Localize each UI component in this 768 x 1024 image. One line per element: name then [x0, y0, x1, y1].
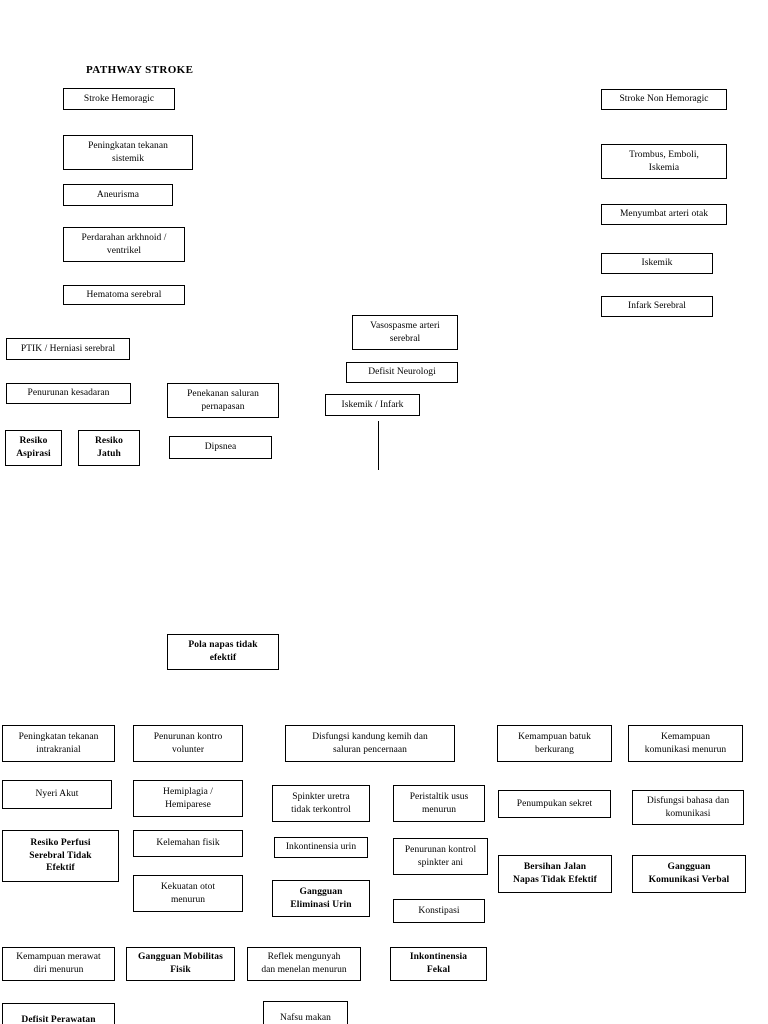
- node-label: Disfungsi kandung kemih dan saluran penc…: [312, 731, 428, 755]
- node-label: Penurunan kesadaran: [27, 388, 110, 399]
- node-gangguan-komunikasi-verbal[interactable]: Gangguan Komunikasi Verbal: [632, 855, 746, 893]
- node-penurunan-kontrol-spinkter-ani[interactable]: Penurunan kontrol spinkter ani: [393, 838, 488, 875]
- page-title: PATHWAY STROKE: [86, 64, 194, 76]
- node-bersihan-jalan-napas-tidak-efektif[interactable]: Bersihan Jalan Napas Tidak Efektif: [498, 855, 612, 893]
- node-label: Inkontinensia Fekal: [409, 952, 468, 975]
- node-label: Peningkatan tekanan intrakranial: [18, 731, 99, 755]
- node-penekanan-saluran-pernapasan[interactable]: Penekanan saluran pernapasan: [167, 383, 279, 418]
- node-kemampuan-batuk-berkurang[interactable]: Kemampuan batuk berkurang: [497, 725, 612, 762]
- node-defisit-perawatan[interactable]: Defisit Perawatan: [2, 1003, 115, 1024]
- node-nyeri-akut[interactable]: Nyeri Akut: [2, 780, 112, 809]
- node-label: Nafsu makan: [280, 1012, 331, 1023]
- node-resiko-aspirasi[interactable]: Resiko Aspirasi: [5, 430, 62, 466]
- node-label: Stroke Non Hemoragic: [619, 94, 709, 105]
- node-label: Resiko Jatuh: [94, 436, 124, 459]
- node-kekuatan-otot-menurun[interactable]: Kekuatan otot menurun: [133, 875, 243, 912]
- node-label: Infark Serebral: [628, 301, 686, 312]
- node-hemiplagia-hemiparese[interactable]: Hemiplagia / Hemiparese: [133, 780, 243, 817]
- node-label: Inkontinensia urin: [285, 842, 357, 853]
- node-nafsu-makan[interactable]: Nafsu makan: [263, 1001, 348, 1024]
- node-label: Iskemik / Infark: [341, 399, 404, 410]
- node-peningkatan-tekanan-sistemik[interactable]: Peningkatan tekanan sistemik: [63, 135, 193, 170]
- node-gangguan-eliminasi-urin[interactable]: Gangguan Eliminasi Urin: [272, 880, 370, 917]
- node-spinkter-uretra-tidak-terkontrol[interactable]: Spinkter uretra tidak terkontrol: [272, 785, 370, 822]
- node-label: Hematoma serebral: [86, 289, 162, 300]
- node-label: Kelemahan fisik: [156, 838, 220, 849]
- node-label: Resiko Aspirasi: [16, 436, 51, 459]
- node-peningkatan-tekanan-intrakranial[interactable]: Peningkatan tekanan intrakranial: [2, 725, 115, 762]
- node-label: Gangguan Eliminasi Urin: [290, 886, 352, 910]
- node-label: Penumpukan sekret: [516, 798, 593, 809]
- node-label: Pola napas tidak efektif: [188, 640, 258, 663]
- node-label: Defisit Perawatan: [21, 1014, 96, 1024]
- node-defisit-neurologi[interactable]: Defisit Neurologi: [346, 362, 458, 383]
- node-ptik-herniasi-serebral[interactable]: PTIK / Herniasi serebral: [6, 338, 130, 360]
- node-label: Resiko Perfusi Serebral Tidak Efektif: [29, 838, 92, 874]
- node-resiko-perfusi-serebral-tidak-efektif[interactable]: Resiko Perfusi Serebral Tidak Efektif: [2, 830, 119, 882]
- node-label: Penurunan kontrol spinkter ani: [404, 844, 477, 868]
- node-label: Kekuatan otot menurun: [160, 881, 216, 905]
- node-stroke-hemoragic[interactable]: Stroke Hemoragic: [63, 88, 175, 110]
- connector-iskemik-infark-down: [378, 421, 379, 470]
- node-resiko-jatuh[interactable]: Resiko Jatuh: [78, 430, 140, 466]
- node-label: Vasospasme arteri serebral: [370, 320, 440, 344]
- node-label: Disfungsi bahasa dan komunikasi: [646, 795, 730, 819]
- node-dipsnea[interactable]: Dipsnea: [169, 436, 272, 459]
- node-vasospasme-arteri-serebral[interactable]: Vasospasme arteri serebral: [352, 315, 458, 350]
- node-label: Perdarahan arkhnoid / ventrikel: [81, 232, 167, 256]
- node-perdarahan-arkhnoid-ventrikel[interactable]: Perdarahan arkhnoid / ventrikel: [63, 227, 185, 262]
- node-label: Gangguan Mobilitas Fisik: [138, 952, 223, 975]
- node-inkontinensia-fekal[interactable]: Inkontinensia Fekal: [390, 947, 487, 981]
- node-kemampuan-komunikasi-menurun[interactable]: Kemampuan komunikasi menurun: [628, 725, 743, 762]
- node-label: Menyumbat arteri otak: [619, 209, 709, 220]
- node-label: Hemiplagia / Hemiparese: [163, 786, 213, 810]
- node-penumpukan-sekret[interactable]: Penumpukan sekret: [498, 790, 611, 818]
- node-penurunan-kontro-volunter[interactable]: Penurunan kontro volunter: [133, 725, 243, 762]
- node-reflek-mengunyah-menelan[interactable]: Reflek mengunyah dan menelan menurun: [247, 947, 361, 981]
- node-label: Penekanan saluran pernapasan: [187, 388, 259, 412]
- node-disfungsi-bahasa-komunikasi[interactable]: Disfungsi bahasa dan komunikasi: [632, 790, 744, 825]
- node-aneurisma[interactable]: Aneurisma: [63, 184, 173, 206]
- node-menyumbat-arteri-otak[interactable]: Menyumbat arteri otak: [601, 204, 727, 225]
- node-label: Defisit Neurologi: [368, 367, 436, 378]
- node-label: Kemampuan merawat diri menurun: [16, 952, 101, 975]
- node-label: Konstipasi: [418, 905, 460, 916]
- node-pola-napas-tidak-efektif[interactable]: Pola napas tidak efektif: [167, 634, 279, 670]
- node-label: Peristaltik usus menurun: [409, 791, 469, 815]
- node-label: Penurunan kontro volunter: [153, 731, 223, 755]
- node-peristaltik-usus-menurun[interactable]: Peristaltik usus menurun: [393, 785, 485, 822]
- node-iskemik[interactable]: Iskemik: [601, 253, 713, 274]
- node-label: Peningkatan tekanan sistemik: [88, 140, 168, 164]
- node-label: PTIK / Herniasi serebral: [20, 343, 116, 354]
- node-stroke-non-hemoragic[interactable]: Stroke Non Hemoragic: [601, 89, 727, 110]
- node-penurunan-kesadaran[interactable]: Penurunan kesadaran: [6, 383, 131, 404]
- node-label: Bersihan Jalan Napas Tidak Efektif: [513, 862, 597, 885]
- node-trombus-emboli-iskemia[interactable]: Trombus, Emboli, Iskemia: [601, 144, 727, 179]
- node-konstipasi[interactable]: Konstipasi: [393, 899, 485, 923]
- node-infark-serebral[interactable]: Infark Serebral: [601, 296, 713, 317]
- node-label: Gangguan Komunikasi Verbal: [648, 862, 730, 885]
- node-label: Stroke Hemoragic: [83, 93, 155, 104]
- node-hematoma-serebral[interactable]: Hematoma serebral: [63, 285, 185, 305]
- node-label: Nyeri Akut: [35, 789, 79, 800]
- node-inkontinensia-urin[interactable]: Inkontinensia urin: [274, 837, 368, 858]
- node-iskemik-infark[interactable]: Iskemik / Infark: [325, 394, 420, 416]
- node-kelemahan-fisik[interactable]: Kelemahan fisik: [133, 830, 243, 857]
- node-disfungsi-kandung-kemih[interactable]: Disfungsi kandung kemih dan saluran penc…: [285, 725, 455, 762]
- node-label: Kemampuan batuk berkurang: [518, 731, 591, 755]
- node-gangguan-mobilitas-fisik[interactable]: Gangguan Mobilitas Fisik: [126, 947, 235, 981]
- node-kemampuan-merawat-diri-menurun[interactable]: Kemampuan merawat diri menurun: [2, 947, 115, 981]
- node-label: Reflek mengunyah dan menelan menurun: [261, 952, 347, 975]
- node-label: Trombus, Emboli, Iskemia: [629, 149, 699, 173]
- node-label: Dipsnea: [204, 442, 237, 453]
- node-label: Kemampuan komunikasi menurun: [644, 731, 727, 755]
- node-label: Spinkter uretra tidak terkontrol: [291, 791, 351, 815]
- node-label: Aneurisma: [96, 189, 140, 200]
- node-label: Iskemik: [641, 258, 673, 269]
